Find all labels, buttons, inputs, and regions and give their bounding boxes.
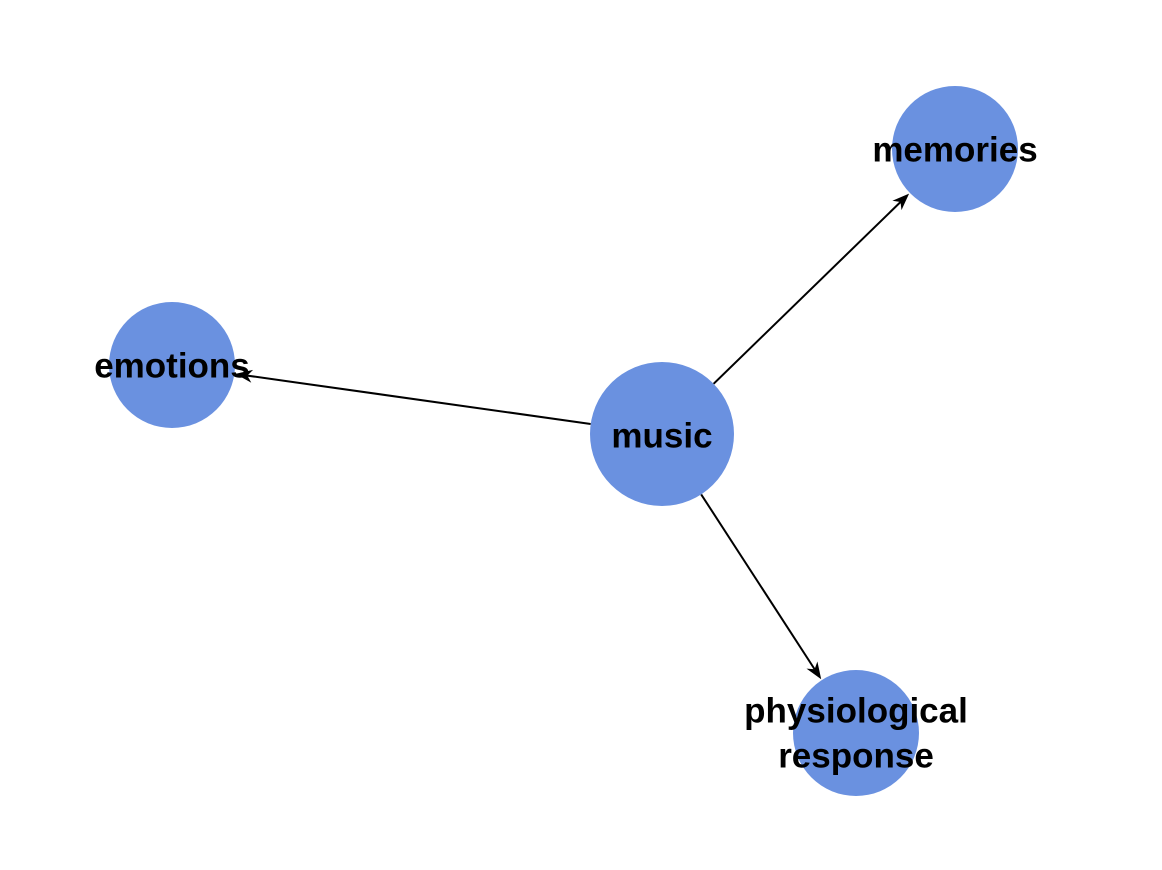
edge-line (712, 201, 902, 385)
arrowhead-icon (235, 369, 254, 383)
node-label: physiological (744, 692, 968, 731)
edge-music-to-emotions (235, 369, 591, 425)
node-physiological-response: physiological response (744, 670, 968, 796)
nodes: music memories emotions physiological respon… (94, 86, 1038, 796)
edge-line (700, 493, 816, 670)
node-label: music (611, 417, 712, 456)
node-emotions: emotions (94, 302, 250, 428)
node-circle (892, 86, 1018, 212)
node-music: music (590, 362, 734, 506)
node-circle (109, 302, 235, 428)
edge-music-to-memories (712, 193, 910, 385)
node-circle (590, 362, 734, 506)
arrowhead-icon (892, 193, 910, 211)
edge-music-to-physiological_response (700, 493, 822, 680)
edges (235, 193, 910, 680)
node-label: memories (872, 131, 1037, 170)
node-label: response (778, 737, 934, 776)
node-memories: memories (872, 86, 1038, 212)
arrowhead-icon (806, 661, 822, 680)
edge-line (247, 374, 591, 425)
node-label: emotions (94, 347, 250, 386)
node-circle (793, 670, 919, 796)
